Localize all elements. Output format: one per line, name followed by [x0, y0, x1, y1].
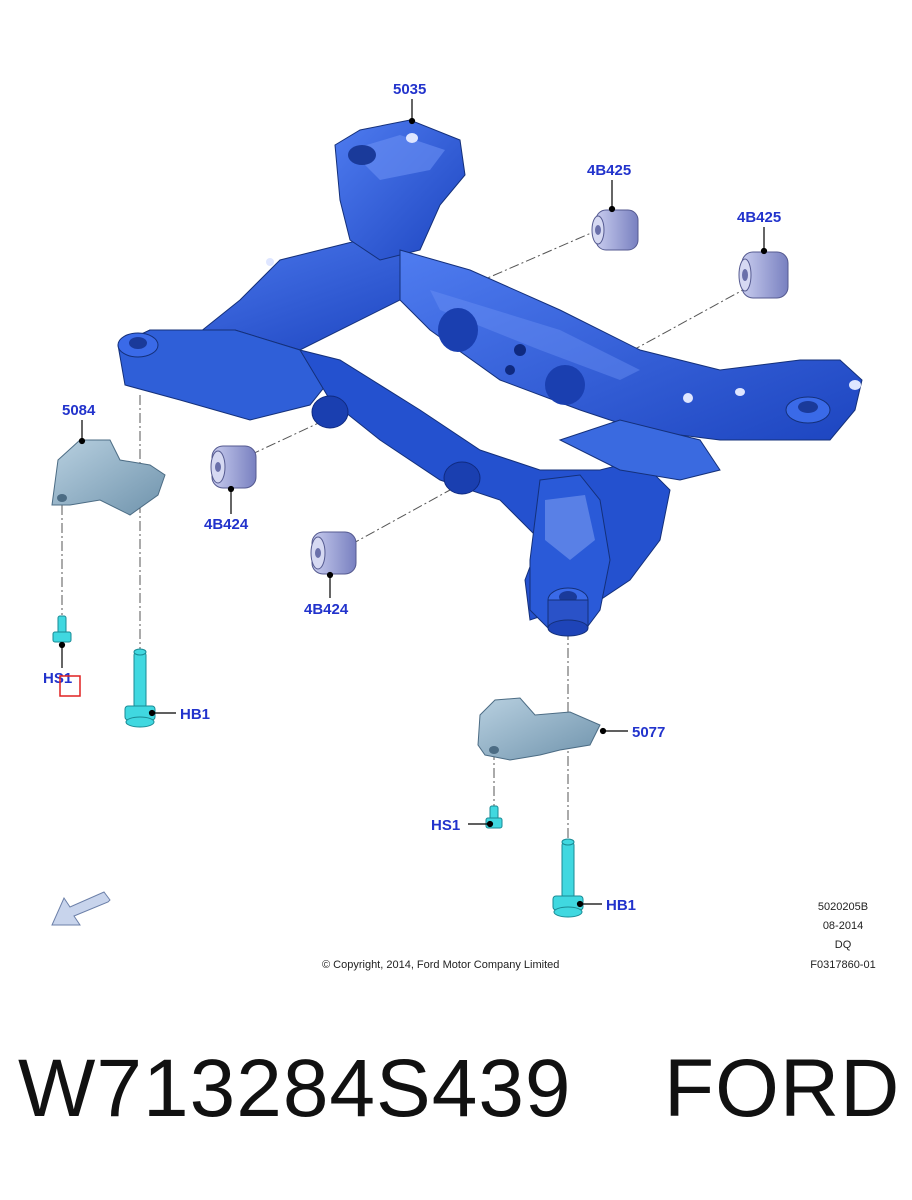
- bracket-5077: [477, 697, 601, 761]
- bushing-4b424-right: [310, 531, 357, 575]
- bushing-4b425-upper-right: [738, 251, 789, 299]
- callout-4b425-left: 4B425: [587, 162, 631, 179]
- part-number: W713284S439: [18, 1043, 572, 1134]
- drawing-reference: F0317860-01: [810, 959, 875, 971]
- callout-4b425-right: 4B425: [737, 209, 781, 226]
- callout-hb1-left: HB1: [180, 706, 210, 723]
- bolt-hb1-left: [124, 648, 156, 728]
- front-direction-arrow-icon: [51, 891, 111, 926]
- bolt-hb1-right: [552, 838, 584, 918]
- screw-hs1-left: [52, 615, 72, 643]
- drawing-date: 08-2014: [823, 920, 863, 932]
- leader-lines: [58, 99, 768, 908]
- subframe-diagram: 5035 4B425 4B425 5084 4B424 4B424 HS1 HB…: [43, 81, 876, 971]
- callout-hs1-right: HS1: [431, 817, 460, 834]
- subframe-crossmember: [117, 119, 863, 637]
- brand-name: FORD: [664, 1043, 901, 1134]
- drawing-initials: DQ: [835, 939, 852, 951]
- callout-hs1-left: HS1: [43, 670, 72, 687]
- callout-5084: 5084: [62, 402, 96, 419]
- callout-hb1-right: HB1: [606, 897, 636, 914]
- callout-5077: 5077: [632, 724, 665, 741]
- copyright: © Copyright, 2014, Ford Motor Company Li…: [322, 959, 559, 971]
- bracket-5084: [51, 439, 166, 516]
- callout-4b424-right: 4B424: [304, 601, 349, 618]
- bushing-4b424-left: [210, 445, 257, 489]
- drawing-code: 5020205B: [818, 901, 868, 913]
- bushing-4b425-upper-left: [591, 209, 639, 251]
- callout-5035: 5035: [393, 81, 426, 98]
- highlight-box: [59, 675, 81, 697]
- callout-4b424-left: 4B424: [204, 516, 249, 533]
